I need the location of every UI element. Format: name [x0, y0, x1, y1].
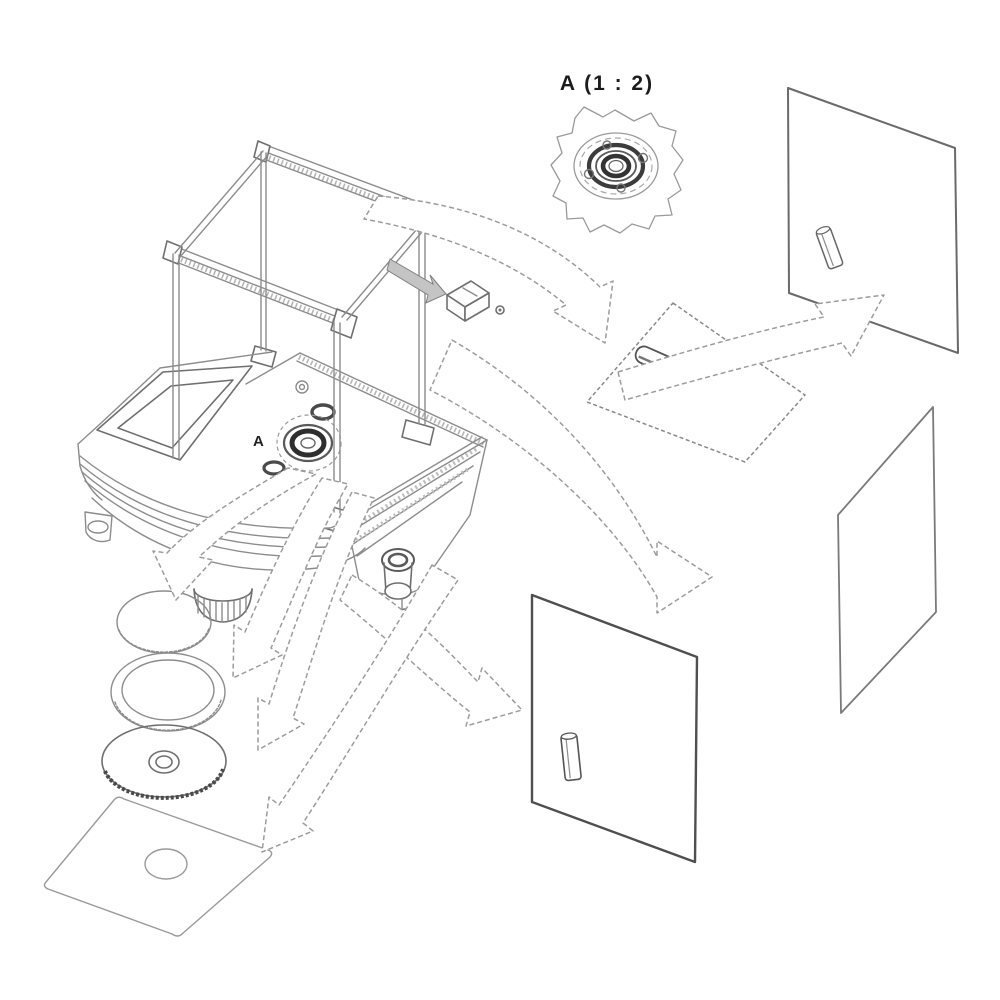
- corner-posts: [172, 151, 426, 514]
- arrow-plate-removal: [261, 564, 459, 853]
- plate-hole: [144, 848, 188, 880]
- top-rail-left: [174, 150, 269, 258]
- door-panel-bottom: [530, 593, 699, 864]
- bearing-ball: [637, 152, 649, 164]
- screw: [495, 305, 505, 315]
- detail-callout-label: A (1 : 2): [560, 72, 654, 95]
- screw-head: [310, 403, 336, 421]
- arrow-side-panel-removal: [617, 294, 885, 401]
- leveling-foot: [381, 548, 415, 620]
- arrow-bottom-door-removal: [339, 574, 523, 727]
- post-base-block: [401, 419, 435, 446]
- plate-outline: [43, 796, 273, 937]
- bearing-ball: [616, 183, 626, 193]
- weighing-pan-disc: [116, 590, 212, 654]
- top-rail-front: [162, 240, 358, 339]
- bearing-ball: [583, 168, 595, 180]
- small-solid-arrow: [386, 258, 447, 304]
- side-panel-top-right: [787, 87, 959, 354]
- post-base-block: [250, 345, 277, 368]
- clip-bracket-group: [386, 258, 505, 322]
- detail-a-boundary: [276, 414, 342, 472]
- display-screen: [117, 379, 234, 449]
- mount-label-a: A: [253, 433, 264, 450]
- pan-support-ring: [110, 652, 226, 732]
- front-foot: [193, 588, 253, 623]
- bearing-ball: [602, 140, 612, 150]
- arrow-ring-removal: [232, 477, 349, 679]
- detail-callout: A (1 : 2): [550, 72, 684, 234]
- display-bezel: [96, 365, 253, 461]
- removal-arrows: [152, 195, 885, 853]
- panel-handle: [560, 732, 582, 782]
- shield-disc-with-hole: [101, 724, 227, 800]
- panel-handle: [815, 226, 844, 270]
- arrow-disc-removal: [257, 491, 375, 751]
- detail-boundary-blob: [550, 106, 684, 234]
- top-door-panel: [586, 302, 806, 463]
- clip-bracket: [446, 280, 490, 322]
- platform-hole: [295, 380, 309, 394]
- side-panel-middle-right: [837, 406, 937, 714]
- arrow-top-door-removal: [363, 195, 614, 344]
- draft-shield-frame: [162, 140, 443, 514]
- pan-discs: [101, 590, 227, 800]
- screw-head: [262, 460, 286, 476]
- left-base-corner: [84, 511, 113, 543]
- bearing-detail: [573, 132, 659, 200]
- bottom-plate: [43, 796, 273, 937]
- pan-mount: [276, 414, 342, 472]
- arrow-pan-removal: [152, 467, 317, 601]
- arrow-right-panel-removal: [429, 339, 713, 614]
